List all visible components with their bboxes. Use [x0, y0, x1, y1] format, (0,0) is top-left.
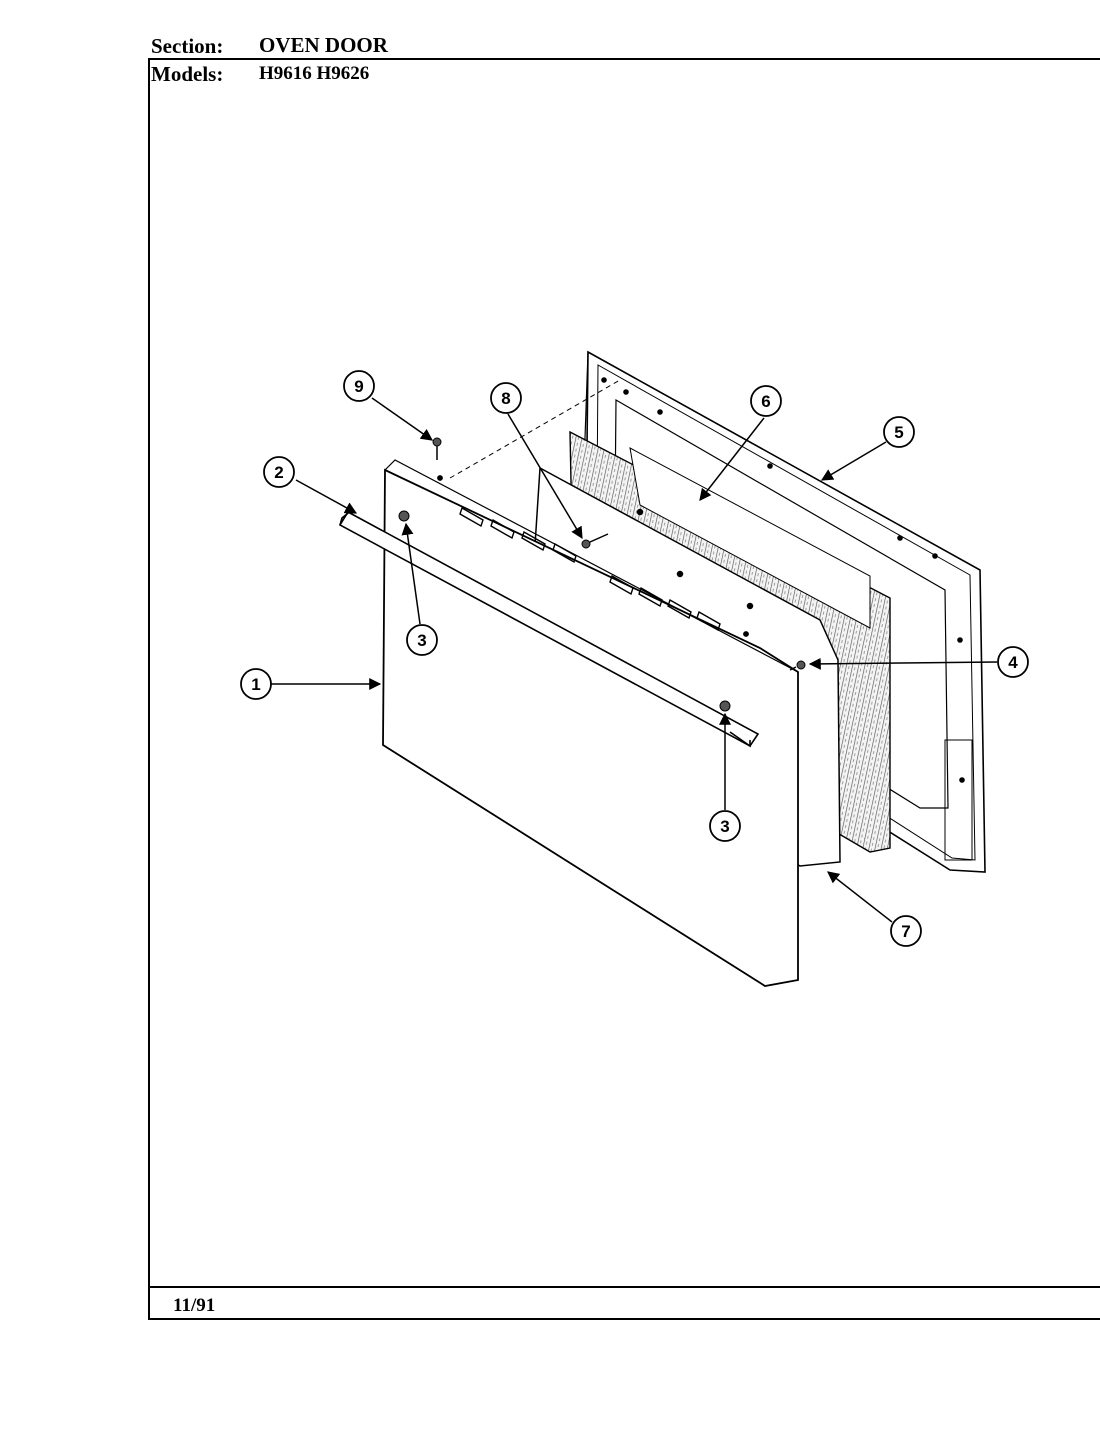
callout-5: 5 [883, 416, 915, 448]
callout-5-label: 5 [894, 423, 903, 442]
leader-lines [270, 397, 998, 923]
callout-3-top: 3 [406, 624, 438, 656]
callout-9-label: 9 [354, 377, 363, 396]
section-value: OVEN DOOR [259, 33, 388, 57]
callout-3-bottom: 3 [709, 810, 741, 842]
footer-date: 11/91 [173, 1295, 216, 1316]
callout-8-label: 8 [501, 389, 510, 408]
callout-3-top-label: 3 [417, 631, 426, 650]
models-label: Models: [151, 62, 224, 86]
callout-6-label: 6 [761, 392, 770, 411]
models-value: H9616 H9626 [259, 63, 370, 84]
callout-1: 1 [240, 668, 272, 700]
footer-rule [150, 1286, 1100, 1288]
page-frame [148, 58, 1100, 1320]
callout-6: 6 [750, 385, 782, 417]
callout-7: 7 [890, 915, 922, 947]
fasteners [398, 437, 806, 712]
callout-9: 9 [343, 370, 375, 402]
callout-7-label: 7 [901, 922, 910, 941]
callout-4-label: 4 [1008, 653, 1018, 672]
assembly-guide-line [449, 379, 621, 479]
callout-2-label: 2 [274, 463, 283, 482]
callout-1-label: 1 [251, 675, 260, 694]
callout-3-bottom-label: 3 [720, 817, 729, 836]
callout-8: 8 [490, 382, 522, 414]
callout-2: 2 [263, 456, 295, 488]
section-label: Section: [151, 34, 224, 58]
callout-4: 4 [997, 646, 1029, 678]
